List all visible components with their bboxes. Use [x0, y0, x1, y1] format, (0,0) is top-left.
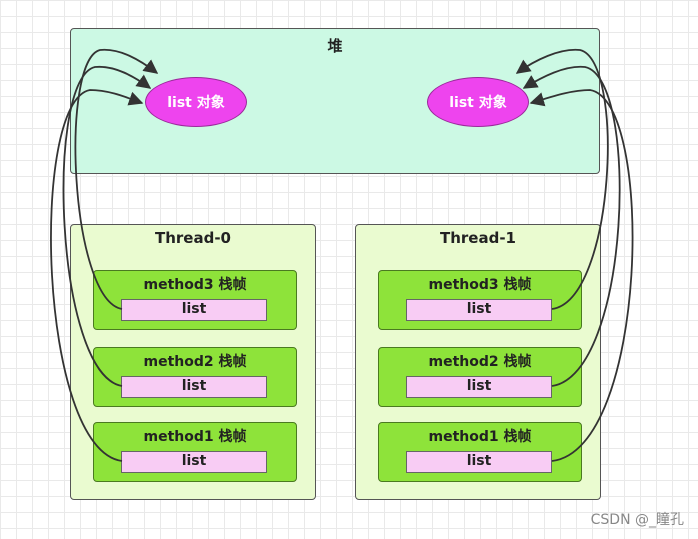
heap-title: 堆 — [327, 37, 343, 55]
thread-0-frame-method2: method2 栈帧 list — [93, 347, 297, 407]
thread-0-stack: Thread-0 method3 栈帧 list method2 栈帧 list… — [70, 224, 316, 500]
thread-1-frame-method3: method3 栈帧 list — [378, 270, 582, 330]
heap-object-right: list 对象 — [427, 77, 529, 127]
frame-local-variable: list — [121, 299, 267, 321]
thread-1-stack: Thread-1 method3 栈帧 list method2 栈帧 list… — [355, 224, 601, 500]
frame-title: method1 栈帧 — [143, 429, 247, 445]
frame-title: method2 栈帧 — [428, 354, 532, 370]
heap-region: 堆 list 对象 list 对象 — [70, 28, 600, 174]
frame-title: method1 栈帧 — [428, 429, 532, 445]
thread-1-title: Thread-1 — [439, 229, 516, 247]
csdn-watermark: CSDN @_瞳孔 — [590, 512, 684, 528]
frame-local-variable: list — [406, 299, 552, 321]
frame-local-variable: list — [406, 376, 552, 398]
frame-local-variable: list — [406, 451, 552, 473]
heap-object-left: list 对象 — [145, 77, 247, 127]
frame-title: method3 栈帧 — [428, 277, 532, 293]
thread-0-title: Thread-0 — [154, 229, 231, 247]
thread-0-frame-method3: method3 栈帧 list — [93, 270, 297, 330]
frame-local-variable: list — [121, 376, 267, 398]
frame-title: method3 栈帧 — [143, 277, 247, 293]
frame-local-variable: list — [121, 451, 267, 473]
thread-1-frame-method1: method1 栈帧 list — [378, 422, 582, 482]
frame-title: method2 栈帧 — [143, 354, 247, 370]
thread-0-frame-method1: method1 栈帧 list — [93, 422, 297, 482]
thread-1-frame-method2: method2 栈帧 list — [378, 347, 582, 407]
